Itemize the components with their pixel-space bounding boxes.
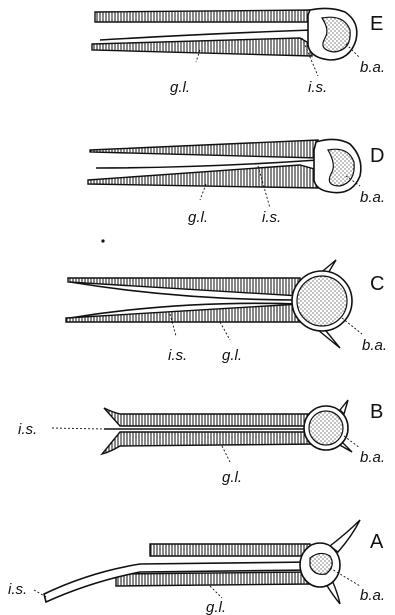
panel-d: D b.a. i.s. g.l.: [88, 139, 385, 226]
panel-a-letter: A: [370, 531, 384, 553]
panel-a: A b.a. i.s. g.l.: [8, 520, 385, 615]
panel-d-gl-label: g.l.: [188, 209, 208, 226]
panel-a-upper-gill-ray: [330, 520, 360, 552]
panel-c-gl-label: g.l.: [222, 347, 242, 364]
panel-e-gl-label: g.l.: [170, 79, 190, 96]
panel-e-upper-gill-filament: [95, 10, 312, 22]
panel-c-is-label: i.s.: [168, 347, 187, 364]
panel-b-ba-label: b.a.: [360, 449, 385, 466]
panel-e-lower-gill-filament: [92, 38, 312, 56]
panel-e-ba-label: b.a.: [360, 59, 385, 76]
panel-c-arch-core: [297, 276, 347, 326]
panel-b-is-leader: [52, 428, 104, 429]
panel-c-ba-label: b.a.: [362, 337, 387, 354]
panel-e-arch-core: [322, 17, 350, 52]
panel-c: C b.a. i.s. g.l.: [66, 260, 387, 364]
panel-a-upper-gill-filament: [150, 544, 310, 556]
panel-e: E b.a. i.s. g.l.: [92, 8, 385, 96]
panel-c-letter: C: [370, 273, 384, 295]
panel-b-letter: B: [370, 401, 383, 423]
panel-b-upper-gill-filament: [104, 408, 318, 426]
panel-a-arch-core: [310, 553, 332, 574]
panel-a-gl-leader: [210, 586, 222, 598]
panel-a-lower-gill-filament: [116, 572, 310, 586]
panel-b-is-label: i.s.: [18, 421, 37, 438]
panel-b-arch-core: [309, 411, 343, 445]
panel-b-gl-label: g.l.: [222, 469, 242, 486]
panel-a-gl-label: g.l.: [206, 599, 226, 615]
panel-d-upper-gill-filament: [90, 140, 318, 158]
panel-e-is-label: i.s.: [308, 79, 327, 96]
panel-b-gl-leader: [222, 446, 230, 462]
panel-e-letter: E: [370, 13, 383, 35]
panel-a-ba-label: b.a.: [360, 587, 385, 604]
panel-b-lower-gill-filament: [102, 432, 318, 454]
panel-d-is-label: i.s.: [262, 209, 281, 226]
panel-d-ba-label: b.a.: [360, 189, 385, 206]
panel-b: B b.a. i.s. g.l.: [18, 400, 385, 486]
panel-d-letter: D: [370, 145, 384, 167]
panel-c-gl-leader: [220, 322, 230, 340]
panel-a-is-label: i.s.: [8, 581, 27, 598]
stray-dot: [101, 239, 104, 242]
